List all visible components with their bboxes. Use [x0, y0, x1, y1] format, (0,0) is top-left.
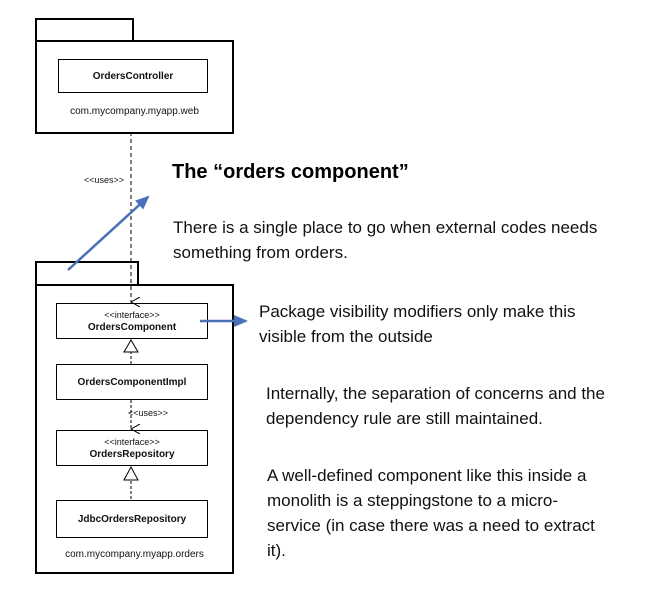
internal-separation-note: Internally, the separation of concerns a…	[266, 384, 605, 428]
orders-repository-interface: <<interface>> OrdersRepository	[56, 430, 208, 466]
orders-component-title: The “orders component”	[172, 161, 409, 183]
orders-component-interface: <<interface>> OrdersComponent	[56, 303, 208, 339]
orders-component-stereotype: <<interface>>	[104, 309, 160, 320]
uses-dependency-label: <<uses>>	[84, 175, 125, 185]
orders-package-tab	[35, 261, 139, 286]
orders-component-label: OrdersComponent	[87, 321, 177, 333]
blue-arrow-to-title	[67, 195, 150, 271]
package-visibility-note: Package visibility modifiers only make t…	[259, 302, 576, 346]
inner-uses-label: <<uses>>	[128, 408, 169, 418]
web-package-tab	[35, 18, 134, 42]
orders-component-impl-label: OrdersComponentImpl	[77, 376, 187, 388]
orders-repository-stereotype: <<interface>>	[104, 436, 160, 447]
single-place-note: There is a single place to go when exter…	[173, 218, 598, 262]
orders-controller-label: OrdersController	[92, 70, 174, 82]
web-package-name: com.mycompany.myapp.web	[70, 106, 199, 117]
orders-repository-label: OrdersRepository	[89, 448, 175, 460]
jdbc-orders-repository-class: JdbcOrdersRepository	[56, 500, 208, 538]
orders-package-name: com.mycompany.myapp.orders	[65, 549, 204, 560]
stepping-stone-note: A well-defined component like this insid…	[267, 466, 595, 560]
jdbc-orders-repository-label: JdbcOrdersRepository	[77, 513, 187, 525]
orders-component-impl-class: OrdersComponentImpl	[56, 364, 208, 400]
orders-controller-class: OrdersController	[58, 59, 208, 93]
